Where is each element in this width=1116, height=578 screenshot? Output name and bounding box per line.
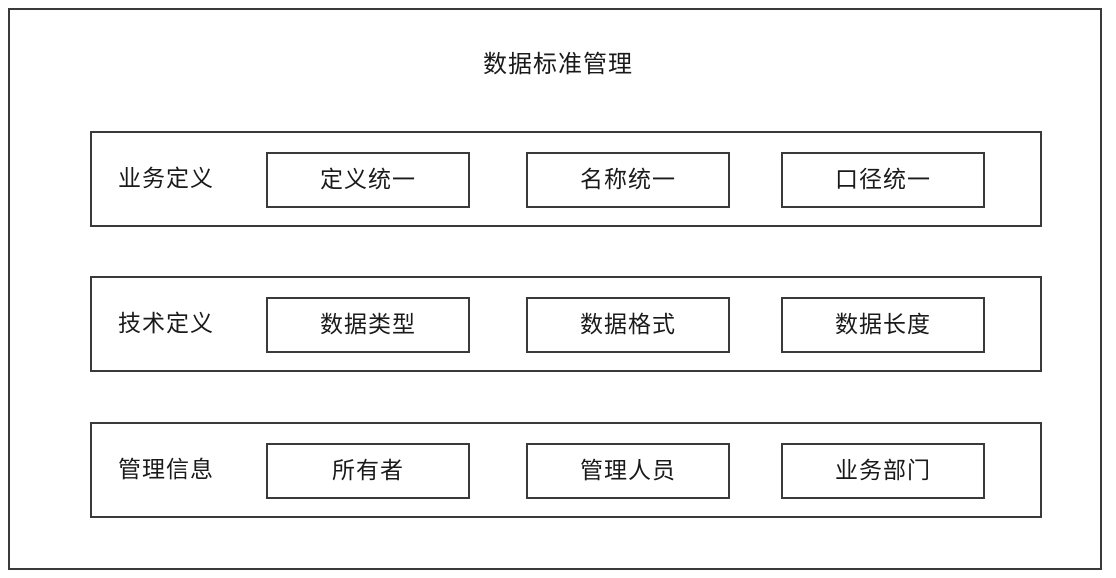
diagram-title: 数据标准管理 [483, 50, 633, 78]
item-box: 口径统一 [781, 152, 985, 208]
item-box: 数据长度 [781, 297, 985, 353]
outer-frame [8, 8, 1102, 570]
row-label: 管理信息 [118, 457, 214, 483]
row-label: 业务定义 [118, 166, 214, 192]
item-box: 数据格式 [526, 297, 730, 353]
item-box: 所有者 [266, 443, 470, 499]
row-technical-definition: 技术定义 数据类型 数据格式 数据长度 [90, 276, 1042, 372]
row-label: 技术定义 [118, 311, 214, 337]
row-management-info: 管理信息 所有者 管理人员 业务部门 [90, 422, 1042, 518]
item-box: 定义统一 [266, 152, 470, 208]
item-box: 名称统一 [526, 152, 730, 208]
item-box: 业务部门 [781, 443, 985, 499]
item-box: 管理人员 [526, 443, 730, 499]
item-box: 数据类型 [266, 297, 470, 353]
row-business-definition: 业务定义 定义统一 名称统一 口径统一 [90, 131, 1042, 227]
